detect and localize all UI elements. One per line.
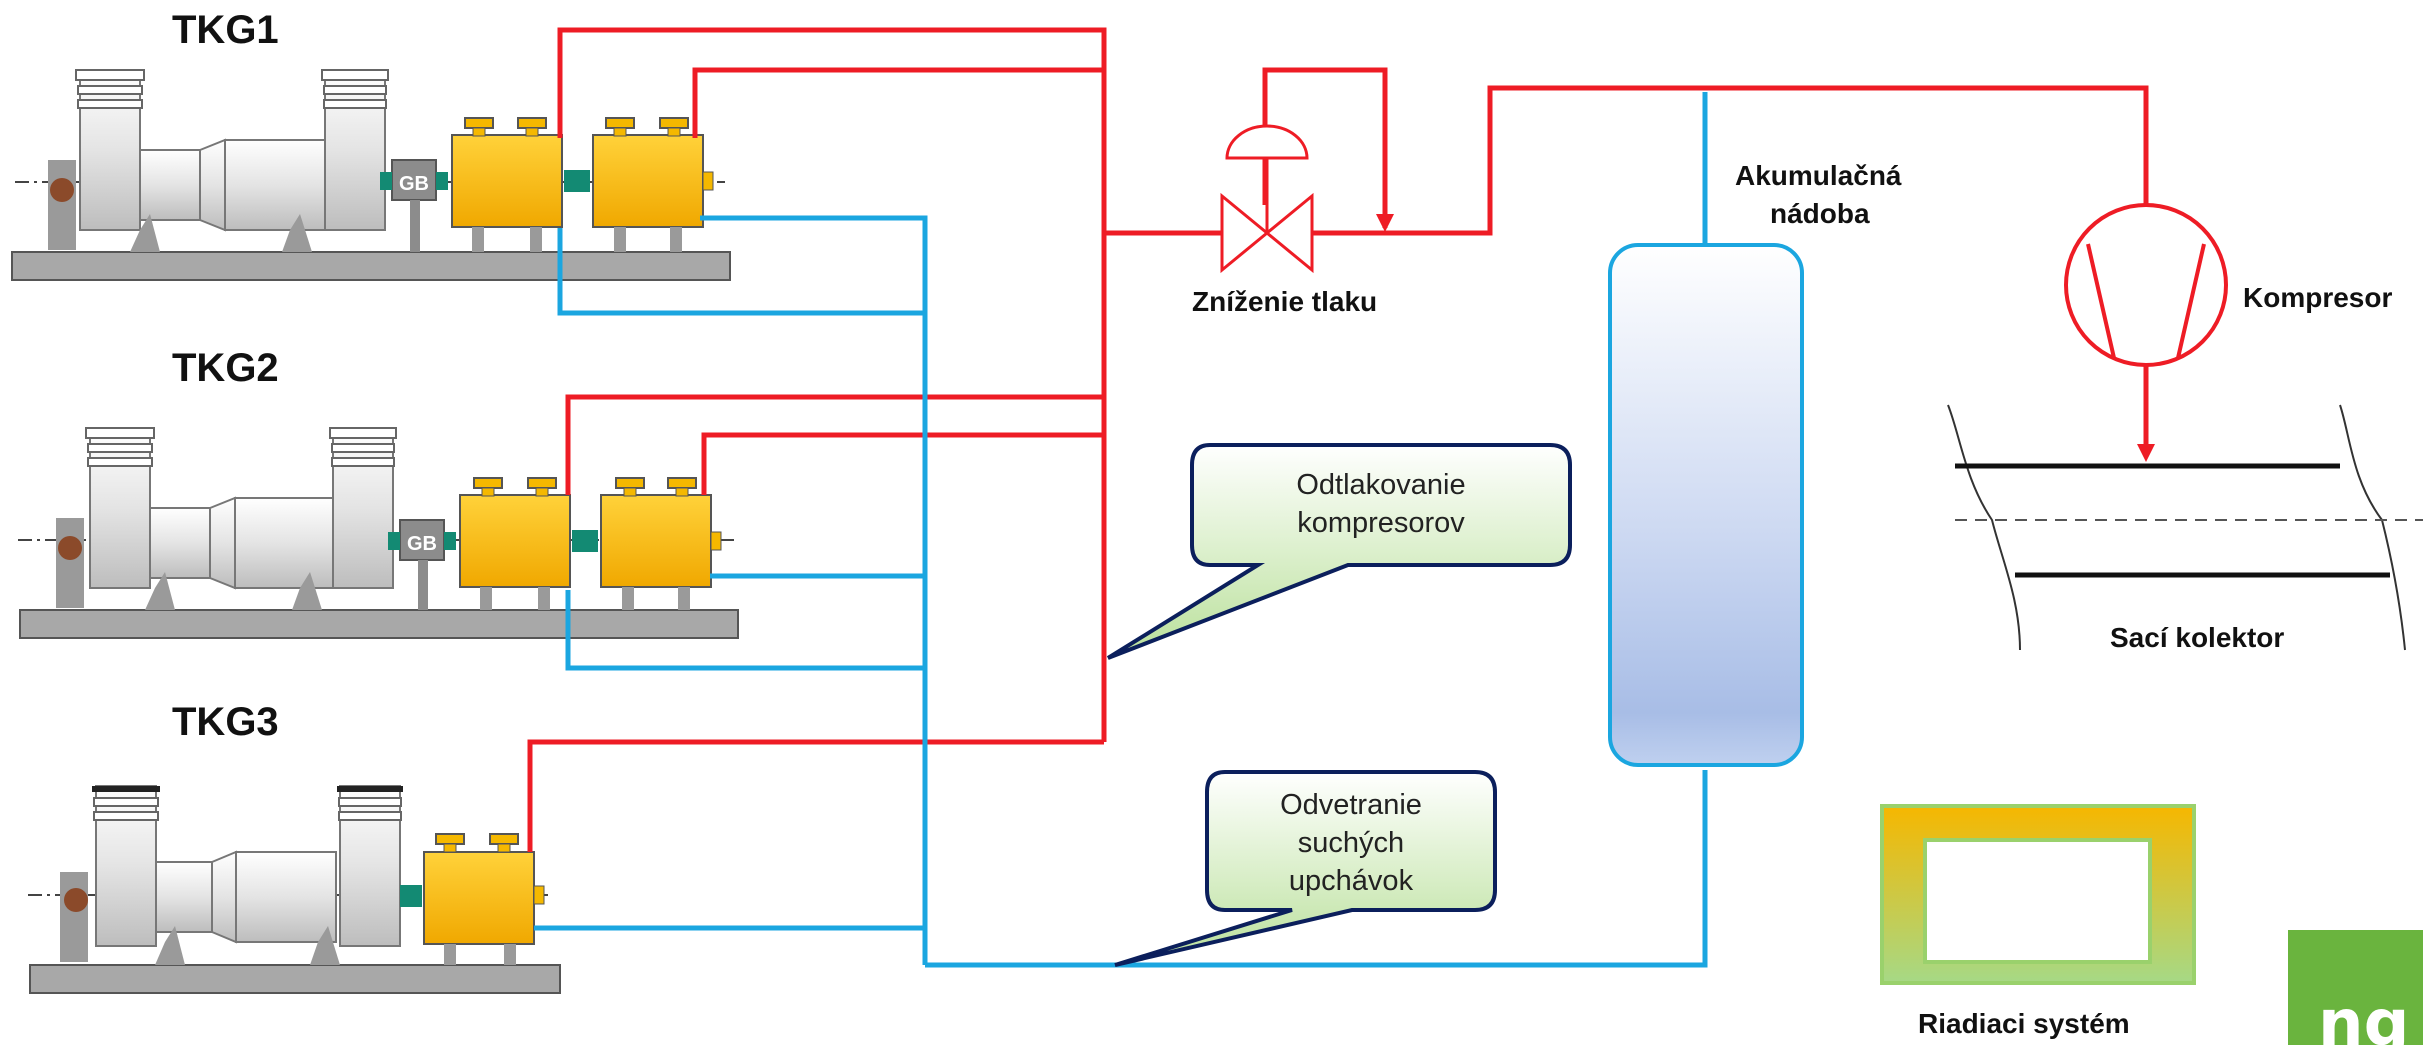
depressurization-piping: [527, 27, 2155, 852]
turbo-compressor-train-1: GB: [11, 69, 731, 281]
compressor-casing-3: [423, 833, 545, 965]
accumulator-label-line1: Akumulačná: [1735, 160, 1902, 191]
callout-line: Odtlakovanie: [1296, 469, 1466, 501]
compressor-casing-2a: [459, 477, 598, 610]
callout-depressurization: [1106, 443, 1572, 660]
svg-text:ng: ng: [2318, 987, 2409, 1045]
control-system-box-icon: [1880, 804, 2196, 985]
compressor-label: Kompresor: [2243, 282, 2393, 313]
control-system-label: Riadiaci systém: [1918, 1008, 2130, 1039]
baseplate: [29, 964, 561, 994]
suction-header: [1947, 404, 2423, 651]
baseplate: [11, 251, 731, 281]
train-2-label: TKG2: [172, 346, 279, 390]
compressor-casing-1a: [451, 117, 590, 252]
callout-line: kompresorov: [1297, 507, 1465, 539]
svg-text:GB: GB: [399, 173, 429, 195]
gas-turbine: [48, 69, 389, 252]
gas-turbine: [56, 427, 397, 610]
seal-vent-piping: [534, 92, 1708, 968]
callout-line: upchávok: [1288, 865, 1414, 897]
callout-line: suchých: [1297, 827, 1405, 859]
pressure-reduction-label: Zníženie tlaku: [1192, 286, 1378, 317]
svg-text:GB: GB: [407, 533, 437, 555]
compressor-casing-2b: [600, 477, 722, 610]
callout-seal-venting-text: Odvetranie suchých upchávok: [1207, 786, 1495, 900]
gas-turbine: [60, 785, 422, 965]
suction-header-label: Sací kolektor: [2110, 622, 2285, 653]
train-3-label: TKG3: [172, 700, 279, 744]
compressor-symbol-icon: [2064, 203, 2228, 367]
train-1-label: TKG1: [172, 8, 279, 52]
callout-seal-venting: [1114, 770, 1497, 967]
company-logo-icon: ng: [2288, 930, 2423, 1045]
callout-depressurization-text: Odtlakovanie kompresorov: [1192, 466, 1570, 542]
turbo-compressor-train-3: [28, 785, 561, 994]
accumulator-vessel: [1608, 243, 1804, 767]
baseplate: [19, 609, 739, 639]
turbo-compressor-train-2: GB: [18, 427, 739, 639]
callout-line: Odvetranie: [1280, 789, 1422, 821]
accumulator-label-line2: nádoba: [1770, 198, 1870, 229]
gearbox: GB: [380, 159, 448, 252]
compressor-casing-1b: [592, 117, 714, 252]
pressure-reducing-valve-icon: [1220, 124, 1314, 274]
gearbox: GB: [388, 519, 456, 610]
